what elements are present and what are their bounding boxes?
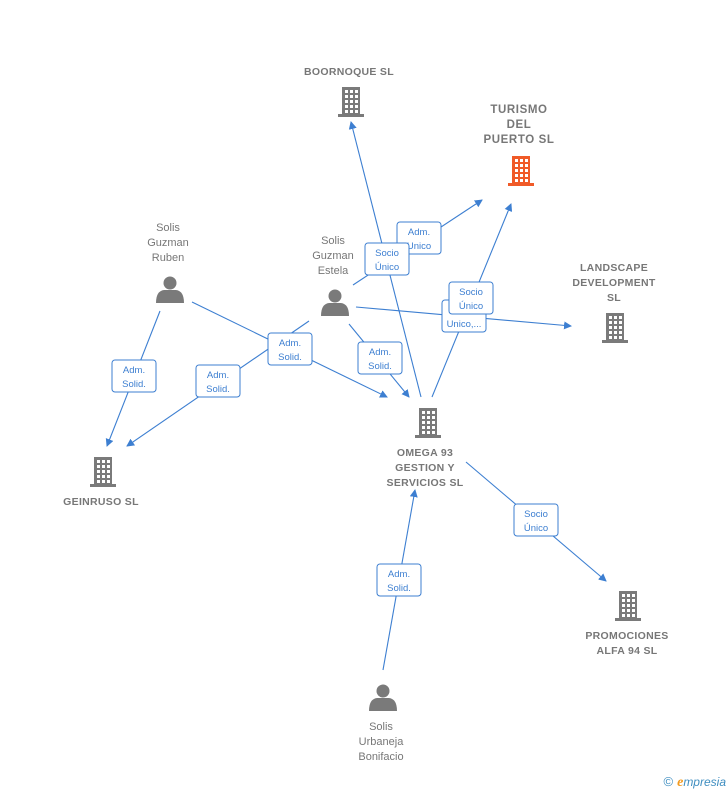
node-omega[interactable]: OMEGA 93 GESTION Y SERVICIOS SL: [387, 408, 464, 489]
node-label-line: Bonifacio: [358, 751, 403, 763]
node-label-line: Guzman: [312, 250, 354, 262]
node-label-line: PROMOCIONES: [585, 630, 668, 642]
edge-label-line: Adm.: [369, 347, 391, 358]
edge-label-line: Adm.: [388, 569, 410, 580]
edge-label-line: Socio: [375, 248, 399, 259]
edge-label-bonifacio-omega[interactable]: Adm. Solid.: [376, 563, 422, 597]
edge-label-box: [376, 563, 422, 597]
edge-label-line: Solid.: [387, 583, 411, 594]
edge-label-ruben-omega[interactable]: Adm. Solid.: [267, 332, 313, 366]
node-promociones[interactable]: PROMOCIONES ALFA 94 SL: [585, 591, 668, 657]
building-icon: [338, 87, 364, 117]
building-icon: [602, 313, 628, 343]
node-label-line: DEL: [507, 119, 532, 131]
edge-label-line: Solid.: [278, 352, 302, 363]
node-label-line: Estela: [318, 265, 349, 277]
node-label-line: PUERTO SL: [483, 134, 554, 146]
edge-label-box: [357, 341, 403, 375]
edge-label-line: Socio: [524, 509, 548, 520]
copyright-icon: ©: [663, 774, 674, 789]
copyright-footer: ©empresia: [664, 774, 727, 791]
node-label-line: GEINRUSO SL: [63, 496, 139, 508]
edge-label-line: Solid.: [122, 379, 146, 390]
node-label-line: TURISMO: [490, 104, 547, 116]
edge-label-box: [111, 359, 157, 393]
building-icon: [415, 408, 441, 438]
node-label-line: SERVICIOS SL: [387, 477, 464, 489]
node-boornoque[interactable]: BOORNOQUE SL: [304, 66, 394, 117]
node-label-line: Ruben: [152, 252, 184, 264]
edge-label-line: Adm.: [207, 370, 229, 381]
node-label-line: Solis: [321, 235, 345, 247]
brand-initial: e: [677, 775, 684, 790]
node-label-line: SL: [607, 292, 621, 304]
edge-label-box: [267, 332, 313, 366]
edge-label-line: Solid.: [368, 361, 392, 372]
nodes-layer: BOORNOQUE SL TURISMO DEL PUERTO SL LANDSCAPE…: [63, 66, 668, 763]
node-label-line: Guzman: [147, 237, 189, 249]
edge-label-line: Unico: [407, 241, 431, 252]
node-label-line: LANDSCAPE: [580, 262, 648, 274]
edge-label-line: Adm.: [123, 365, 145, 376]
edge-label-box: [513, 503, 559, 537]
brand-name: mpresia: [683, 775, 726, 789]
building-icon: [615, 591, 641, 621]
node-label-line: Solis: [156, 222, 180, 234]
node-label-line: Solis: [369, 721, 393, 733]
edge-label-estela-omega[interactable]: Adm. Solid.: [357, 341, 403, 375]
edge-label-line: Único: [375, 262, 399, 273]
edge-label-line: Adm.: [279, 338, 301, 349]
edge-label-line: Adm.: [408, 227, 430, 238]
edge-label-line: Único: [524, 523, 548, 534]
building-icon: [508, 156, 534, 186]
edge-label-estela-geinruso[interactable]: Adm. Solid.: [195, 364, 241, 398]
node-label-line: GESTION Y: [395, 462, 455, 474]
edge-label-box: [195, 364, 241, 398]
edge-label-line: Solid.: [206, 384, 230, 395]
node-label-line: DEVELOPMENT: [572, 277, 656, 289]
person-icon: [156, 276, 184, 303]
node-label-line: ALFA 94 SL: [597, 645, 658, 657]
edge-label-line: Socio: [459, 287, 483, 298]
edge-label-ruben-geinruso[interactable]: Adm. Solid.: [111, 359, 157, 393]
edge-label-box: [364, 242, 410, 276]
person-icon: [321, 289, 349, 316]
person-icon: [369, 684, 397, 711]
node-turismo[interactable]: TURISMO DEL PUERTO SL: [483, 104, 554, 186]
edge-label-box: [448, 281, 494, 315]
node-geinruso[interactable]: GEINRUSO SL: [63, 457, 139, 508]
edge-labels-layer: Adm. Solid. Adm. Solid. Adm. Solid. Adm. Solid.…: [111, 221, 559, 597]
node-label-line: OMEGA 93: [397, 447, 453, 459]
building-icon: [90, 457, 116, 487]
node-label-line: BOORNOQUE SL: [304, 66, 394, 78]
node-label-line: Urbaneja: [359, 736, 405, 748]
brand-logo[interactable]: empresia: [677, 775, 726, 790]
edges-layer: [105, 121, 607, 671]
edge-label-line: Único: [459, 301, 483, 312]
edge-label-line: Unico,...: [447, 319, 482, 330]
node-landscape[interactable]: LANDSCAPE DEVELOPMENT SL: [572, 262, 656, 343]
